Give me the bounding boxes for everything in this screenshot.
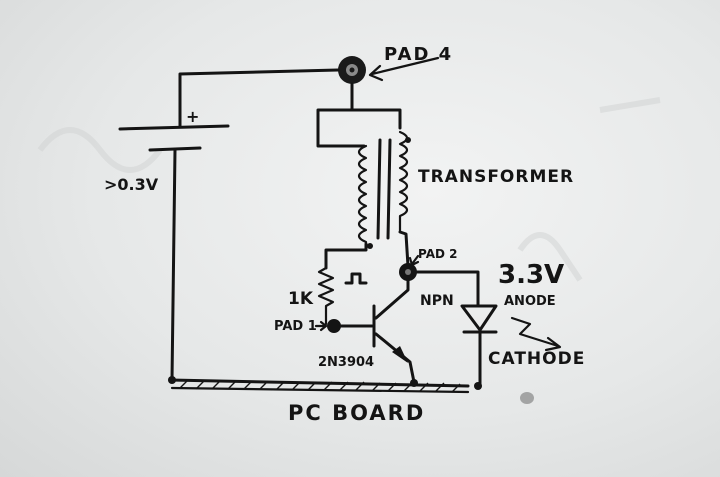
label-pad2: PAD 2 — [418, 247, 457, 261]
transformer-secondary-coil — [398, 130, 409, 234]
wire-primary-resistor — [324, 242, 368, 270]
label-resistor: 1K — [288, 289, 314, 309]
label-pc-board: PC BOARD — [288, 401, 425, 425]
emitter-arrow — [392, 346, 408, 363]
label-anode: ANODE — [504, 294, 556, 309]
label-transformer: TRANSFORMER — [418, 167, 574, 187]
transformer-frame — [316, 108, 402, 148]
transistor-emitter — [374, 332, 416, 384]
pad2-node-center — [405, 269, 411, 275]
resistor-1k — [317, 266, 335, 326]
pad1-node — [327, 319, 341, 333]
pad4-arrow — [368, 56, 440, 82]
led-light-arrow — [510, 316, 562, 352]
smudge-mark — [520, 392, 534, 404]
label-plus: + — [186, 107, 199, 126]
label-supply: >0.3V — [104, 175, 159, 194]
transformer-dot — [367, 243, 373, 249]
label-transistor: 2N3904 — [318, 355, 374, 370]
label-npn: NPN — [420, 293, 454, 309]
label-pad4: PAD 4 — [384, 44, 453, 65]
battery-symbol — [118, 124, 230, 152]
transformer-dot-2 — [405, 137, 411, 143]
led-diode — [460, 304, 498, 388]
wire-secondary-pad2 — [398, 230, 410, 268]
wire-pad2-led — [415, 270, 480, 308]
erased-ghost-marks — [37, 97, 661, 282]
pc-board — [168, 376, 482, 394]
transformer-core — [376, 138, 392, 240]
transistor-collector — [374, 274, 410, 320]
wire-left — [170, 148, 177, 382]
pulse-icon — [344, 272, 368, 285]
pad2-arrow — [408, 254, 420, 267]
transformer-primary-coil — [357, 144, 368, 246]
label-pad1: PAD 1 — [274, 319, 317, 334]
label-led-voltage: 3.3V — [498, 260, 564, 290]
wire-top — [178, 68, 340, 129]
label-cathode: CATHODE — [488, 349, 585, 369]
pad1-arrow — [314, 320, 328, 332]
pad4-node — [338, 56, 366, 84]
